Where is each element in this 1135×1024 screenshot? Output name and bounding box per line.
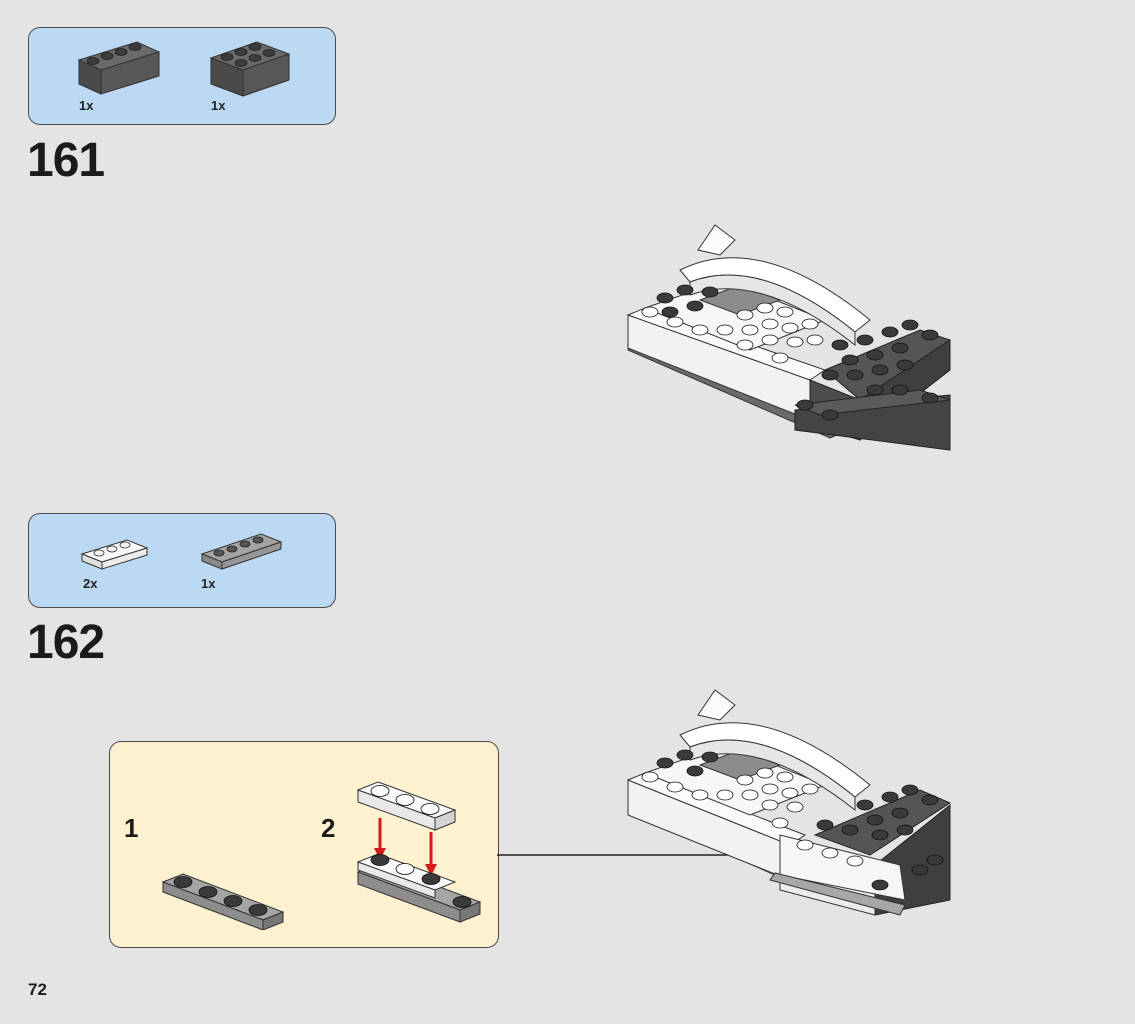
substep-number: 2 bbox=[321, 813, 336, 843]
part-quantity: 2x bbox=[83, 576, 98, 591]
substep-callout: 1 2 bbox=[109, 741, 499, 948]
model-illustration-162 bbox=[626, 689, 952, 916]
model-illustration-161 bbox=[626, 224, 952, 451]
plate-assembly-icon bbox=[356, 781, 482, 923]
parts-list-162: 2x 1x bbox=[28, 513, 336, 608]
dark-gray-brick-2x3-icon bbox=[209, 41, 291, 97]
part-quantity: 1x bbox=[201, 576, 216, 591]
part-quantity: 1x bbox=[79, 98, 94, 113]
dark-gray-brick-1x4-icon bbox=[77, 41, 161, 95]
substep-number: 1 bbox=[124, 813, 139, 843]
step-number: 161 bbox=[27, 134, 105, 187]
white-plate-1x3-icon bbox=[80, 539, 149, 570]
step-number: 162 bbox=[27, 616, 105, 669]
parts-list-161: 1x 1x bbox=[28, 27, 336, 125]
gray-plate-1x4-icon bbox=[200, 533, 283, 570]
gray-plate-1x4-icon bbox=[161, 873, 285, 930]
page-number: 72 bbox=[28, 980, 47, 999]
part-quantity: 1x bbox=[211, 98, 226, 113]
